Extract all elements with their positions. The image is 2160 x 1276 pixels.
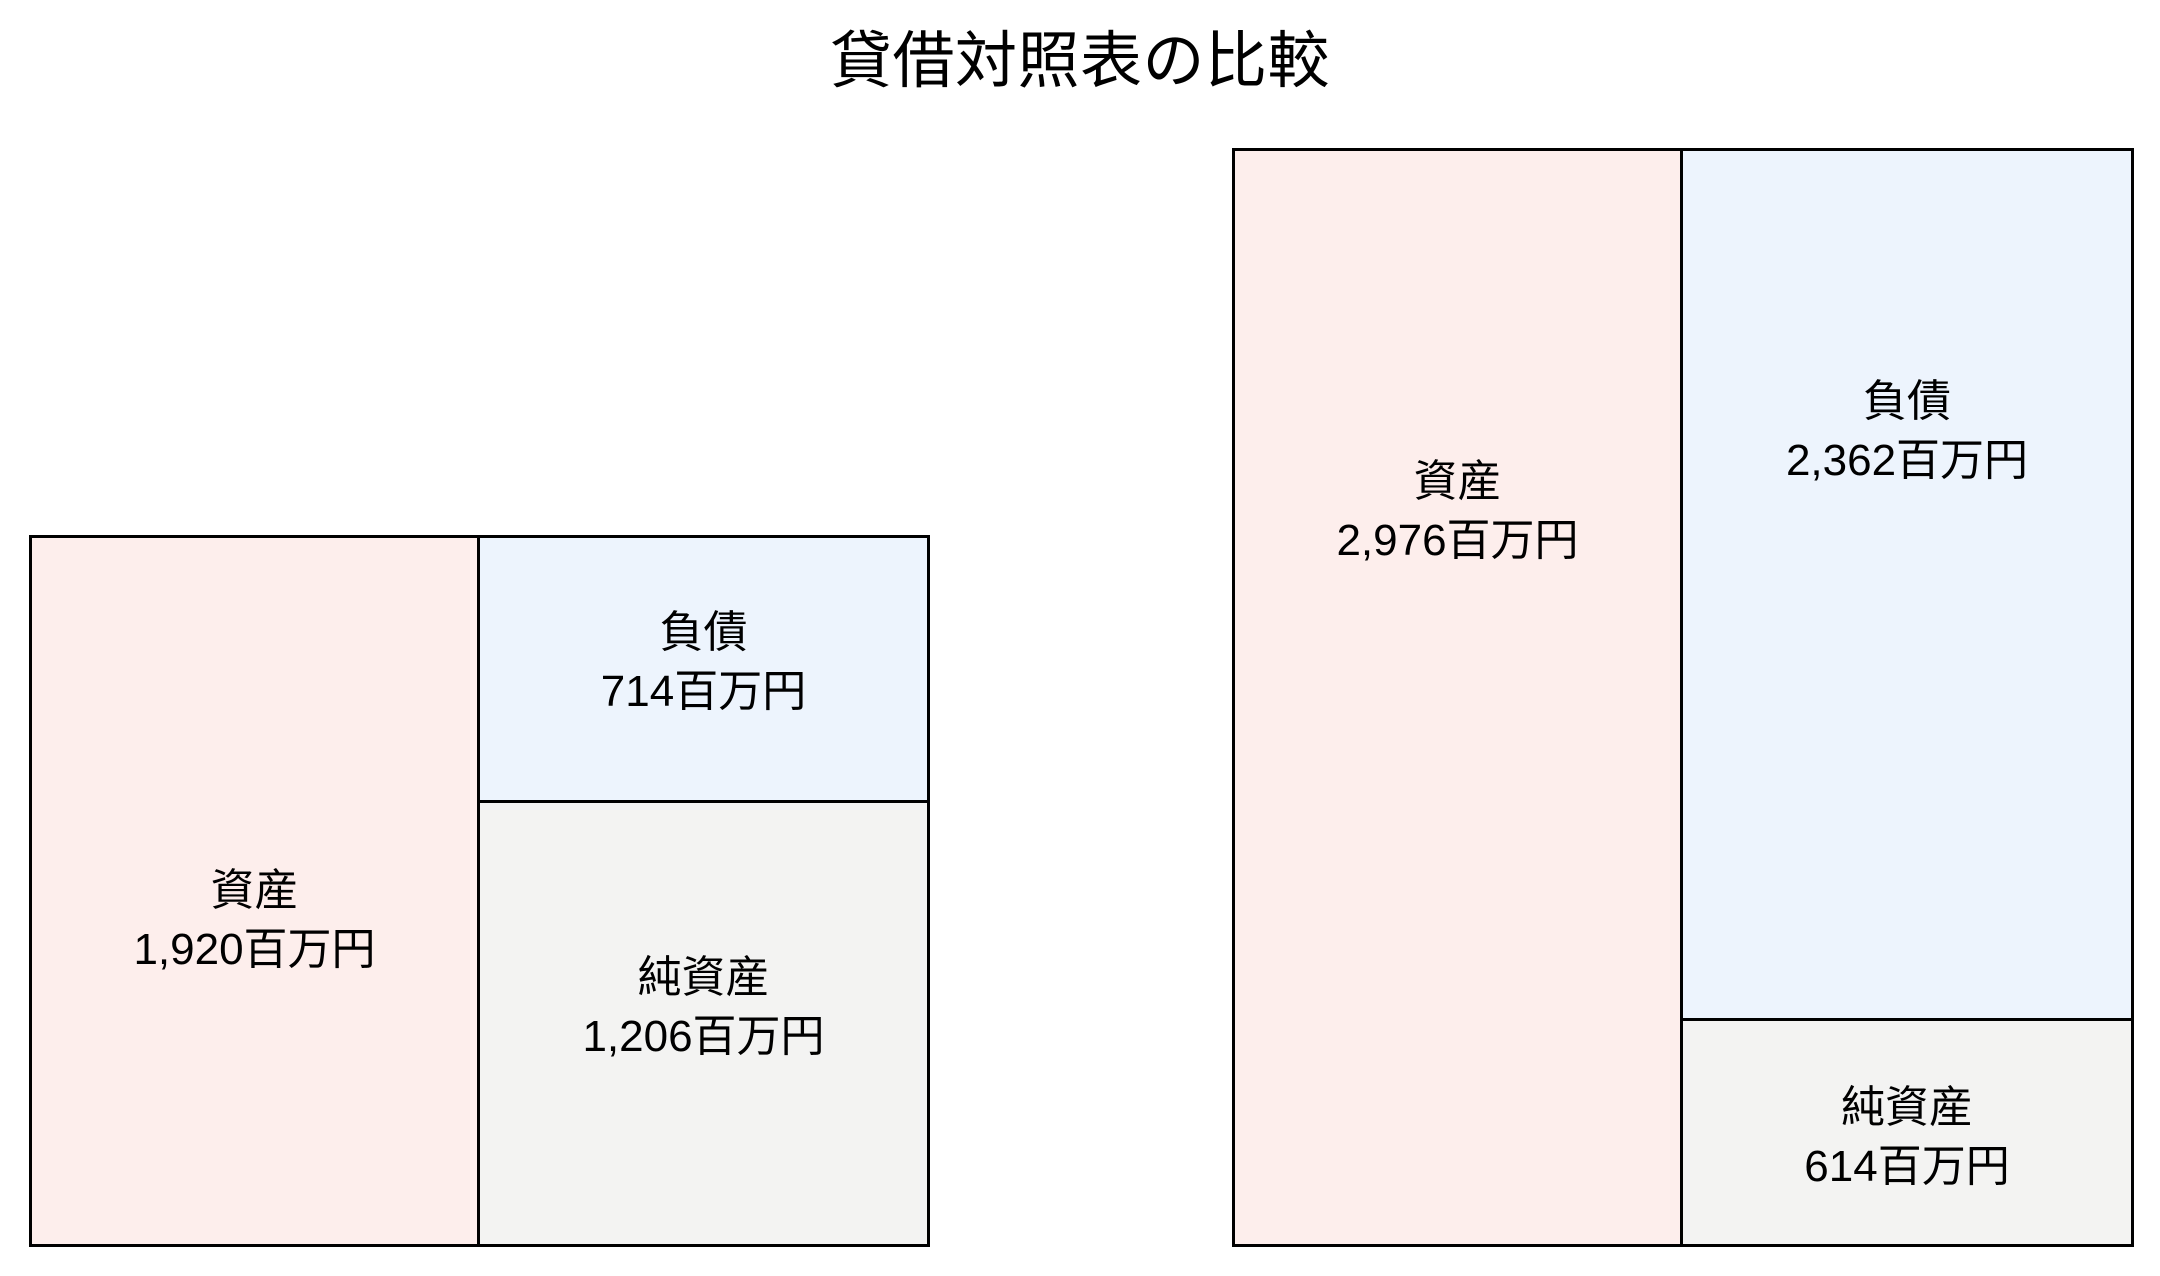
right-assets-name: 資産 [1413, 457, 1502, 506]
left-assets-label: 資産 1,920百万円 [32, 862, 477, 979]
right-liabilities-box: 負債 2,362百万円 [1680, 148, 2134, 1021]
right-liabilities-label: 負債 2,362百万円 [1683, 373, 2131, 490]
right-net-assets-name: 純資産 [1841, 1083, 1973, 1132]
page-title: 貸借対照表の比較 [829, 27, 1330, 96]
left-net-assets-label: 純資産 1,206百万円 [480, 949, 927, 1066]
right-net-assets-value: 614百万円 [1804, 1141, 2010, 1191]
left-liabilities-label: 負債 714百万円 [480, 604, 927, 721]
right-assets-value: 2,976百万円 [1336, 515, 1579, 565]
right-assets-label: 資産 2,976百万円 [1235, 453, 1680, 570]
right-net-assets-label: 純資産 614百万円 [1683, 1079, 2131, 1196]
right-liabilities-value: 2,362百万円 [1785, 435, 2029, 485]
left-assets-value: 1,920百万円 [133, 924, 376, 974]
balance-sheet-left: 資産 1,920百万円 負債 714百万円 純資産 1,206百万円 [29, 535, 930, 1247]
left-net-assets-name: 純資産 [637, 953, 770, 1002]
left-liabilities-name: 負債 [659, 608, 748, 657]
right-liabilities-name: 負債 [1863, 377, 1951, 426]
left-liabilities-box: 負債 714百万円 [477, 535, 930, 803]
right-net-assets-box: 純資産 614百万円 [1680, 1018, 2134, 1247]
left-assets-box: 資産 1,920百万円 [29, 535, 480, 1247]
left-net-assets-value: 1,206百万円 [582, 1011, 825, 1061]
right-assets-box: 資産 2,976百万円 [1232, 148, 1683, 1247]
left-assets-name: 資産 [210, 866, 299, 915]
balance-sheet-right: 資産 2,976百万円 負債 2,362百万円 純資産 614百万円 [1232, 148, 2134, 1247]
left-net-assets-box: 純資産 1,206百万円 [477, 800, 930, 1247]
left-liabilities-value: 714百万円 [600, 666, 807, 716]
